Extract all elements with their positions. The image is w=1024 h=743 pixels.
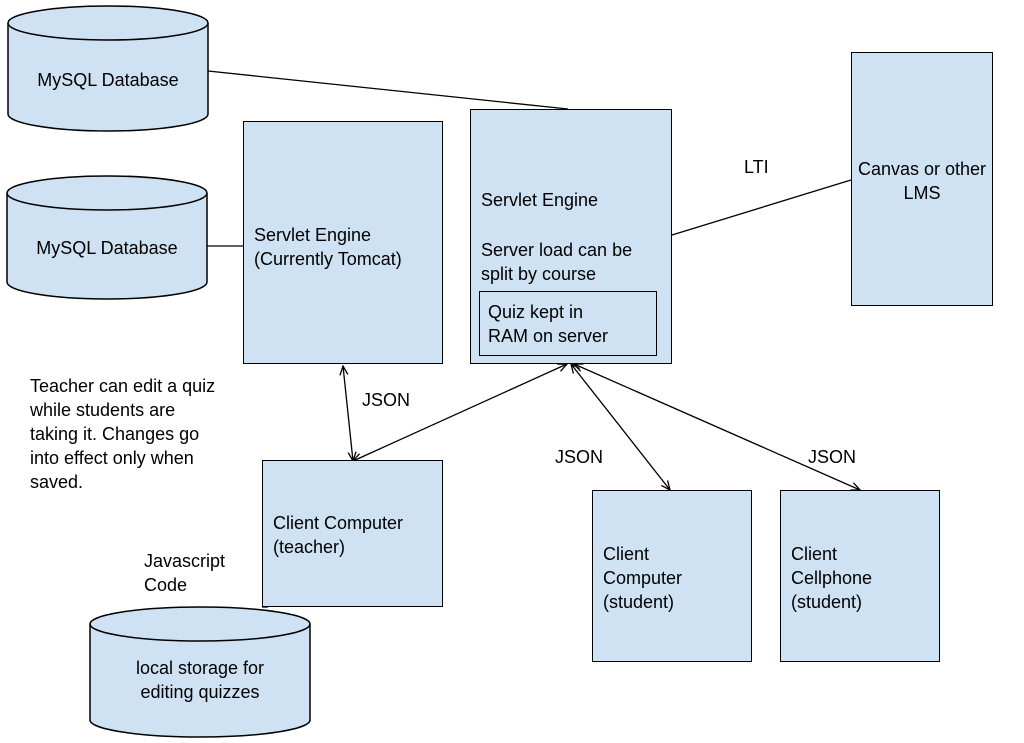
client-student-line2: Computer: [603, 568, 683, 588]
teacher-note-line3: taking it. Changes go: [30, 424, 200, 444]
local-storage-label-line1: local storage for: [135, 658, 265, 678]
teacher-note-line4: into effect only when: [30, 448, 194, 468]
client-student-line1: Client: [603, 544, 650, 564]
mysql-database-top-cylinder: [7, 5, 209, 132]
student-to-servlet-arrow: [571, 364, 670, 490]
teacher-note-line1: Teacher can edit a quiz: [30, 376, 216, 396]
json-phone-label: JSON: [808, 447, 857, 467]
client-computer-teacher-box: Client Computer (teacher): [262, 460, 443, 607]
mysql-database-middle-label: MySQL Database: [36, 238, 178, 258]
servlet-engine-tomcat-subtitle: (Currently Tomcat): [254, 249, 402, 269]
servlet-engine-main-box: Servlet Engine Server load can be split …: [470, 109, 672, 364]
quiz-in-ram-line2: RAM on server: [488, 326, 609, 346]
client-cellphone-student-box: Client Cellphone (student): [780, 490, 940, 662]
db-to-servlet-line: [207, 70, 569, 110]
teacher-to-servlet-main-arrow: [353, 364, 567, 461]
mysql-database-middle-cylinder: [6, 175, 208, 300]
lms-label-line2: LMS: [903, 183, 941, 203]
client-phone-line2: Cellphone: [791, 568, 873, 588]
mysql-database-top-label: MySQL Database: [37, 70, 179, 90]
quiz-in-ram-line1: Quiz kept in: [488, 302, 584, 322]
client-teacher-line1: Client Computer: [273, 513, 404, 533]
client-student-line3: (student): [603, 592, 675, 612]
quiz-in-ram-box: Quiz kept in RAM on server: [479, 291, 657, 356]
server-load-line1: Server load can be: [481, 240, 633, 260]
teacher-note-line5: saved.: [30, 472, 84, 492]
client-phone-line3: (student): [791, 592, 863, 612]
teacher-note-line2: while students are: [30, 400, 176, 420]
lti-line: [671, 179, 852, 236]
lms-box: Canvas or other LMS: [851, 52, 993, 306]
local-storage-label-line2: editing quizzes: [140, 682, 260, 702]
json-student-label: JSON: [555, 447, 604, 467]
lms-label-line1: Canvas or other: [857, 159, 987, 179]
teacher-to-servlet-left-arrow: [343, 366, 353, 461]
servlet-engine-main-title: Servlet Engine: [481, 190, 599, 210]
client-computer-student-box: Client Computer (student): [592, 490, 752, 662]
javascript-code-line1: Javascript: [144, 551, 226, 571]
servlet-engine-tomcat-title: Servlet Engine: [254, 225, 372, 245]
javascript-code-line2: Code: [144, 575, 188, 595]
server-load-line2: split by course: [481, 264, 597, 284]
client-phone-line1: Client: [791, 544, 838, 564]
lti-label: LTI: [744, 157, 769, 177]
local-storage-cylinder: [89, 606, 311, 738]
phone-to-servlet-arrow: [574, 364, 860, 490]
servlet-engine-tomcat-box: Servlet Engine (Currently Tomcat): [243, 121, 443, 364]
json-teacher-label: JSON: [362, 390, 411, 410]
client-teacher-line2: (teacher): [273, 537, 346, 557]
